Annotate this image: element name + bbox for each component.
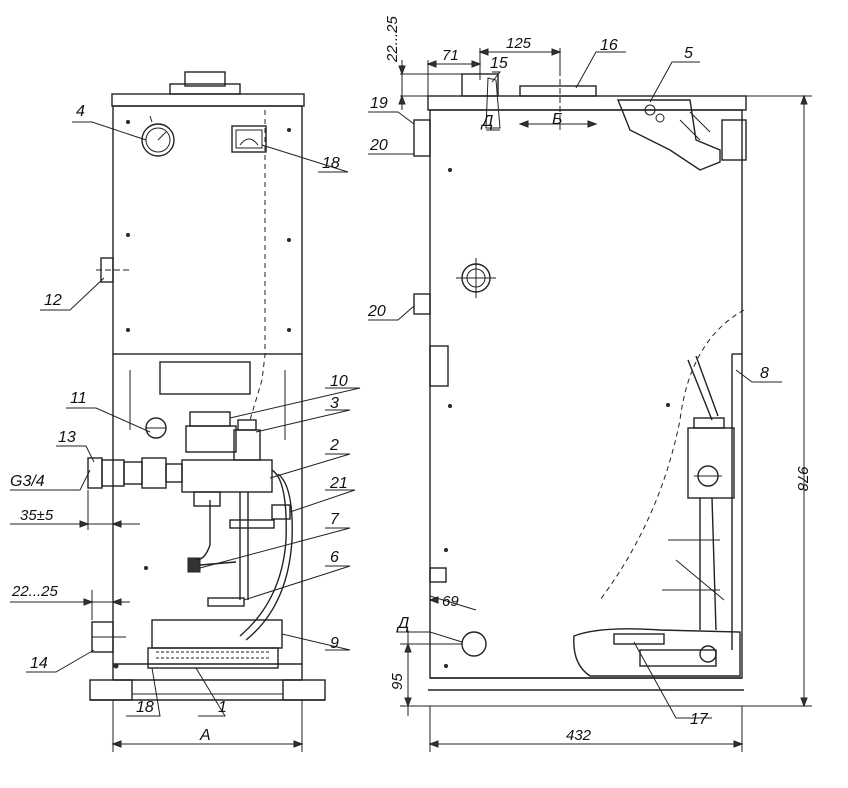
front-foot-left: [89, 679, 133, 701]
draft-gauge-icon: [231, 125, 267, 153]
front-top-lid: [111, 93, 305, 107]
callout-9: 9: [330, 635, 339, 652]
callout-18-bottom: 18: [136, 699, 154, 716]
side-body: [429, 109, 743, 679]
side-top-lid: [427, 95, 747, 111]
front-flue-top: [184, 71, 226, 87]
component-6: [207, 597, 245, 607]
callout-14: 14: [30, 655, 48, 672]
callout-7: 7: [330, 511, 340, 528]
callout-6: 6: [330, 549, 339, 566]
dim-95: 95: [389, 673, 406, 690]
callout-8: 8: [760, 365, 769, 382]
dim-71: 71: [442, 47, 459, 64]
dim-A: A: [199, 727, 211, 744]
component-21: [271, 504, 291, 520]
label-D-top: Д: [480, 113, 493, 130]
callout-20-top: 20: [369, 137, 388, 154]
callout-13: 13: [58, 429, 76, 446]
label-D-bottom: Д: [396, 615, 409, 632]
callout-21: 21: [329, 475, 348, 492]
front-foot-right: [282, 679, 326, 701]
fitting-19: [413, 119, 431, 157]
dim-125: 125: [506, 35, 532, 52]
top-box-16: [519, 85, 597, 97]
callout-16: 16: [600, 37, 618, 54]
callout-3: 3: [330, 395, 339, 412]
callout-2: 2: [329, 437, 339, 454]
gas-valve-top: [185, 425, 237, 453]
callout-18-top: 18: [322, 155, 340, 172]
label-B: Б: [552, 111, 562, 128]
burner-1: [147, 647, 279, 669]
dim-432: 432: [566, 727, 592, 744]
front-view: 4 18 12 11 10 3 13 2 21 7 6 9 14 1 18 G3…: [10, 71, 361, 752]
gas-valve-body: [181, 459, 273, 493]
callout-20-lower: 20: [367, 303, 386, 320]
callout-19: 19: [370, 95, 388, 112]
dim-35: 35±5: [20, 507, 54, 524]
side-view: 22...25 71 125 19 20 15 16 5 Д Б 20 8 Д …: [367, 15, 812, 752]
callout-5: 5: [684, 45, 693, 62]
side-valve: [687, 427, 735, 499]
side-burner: [573, 628, 741, 677]
callout-10: 10: [330, 373, 348, 390]
dim-978: 978: [794, 466, 811, 492]
callout-4: 4: [76, 103, 85, 120]
dim-22-25-front: 22...25: [11, 583, 59, 600]
callout-1: 1: [218, 699, 227, 716]
dim-69: 69: [442, 593, 459, 610]
callout-17: 17: [690, 711, 709, 728]
pipe-thread-label: G3/4: [10, 473, 45, 490]
dim-22-25-side: 22...25: [384, 15, 401, 63]
port-D: [461, 631, 487, 657]
callout-11: 11: [70, 390, 87, 407]
thermometer-gauge-icon: [141, 123, 175, 157]
callout-15: 15: [490, 55, 508, 72]
fitting-20-lower: [413, 293, 431, 315]
inspection-window: [159, 361, 251, 395]
valve-3: [233, 429, 261, 461]
inlet-nut-13: [87, 457, 103, 489]
callout-12: 12: [44, 292, 62, 309]
front-upper-body: [112, 105, 303, 355]
